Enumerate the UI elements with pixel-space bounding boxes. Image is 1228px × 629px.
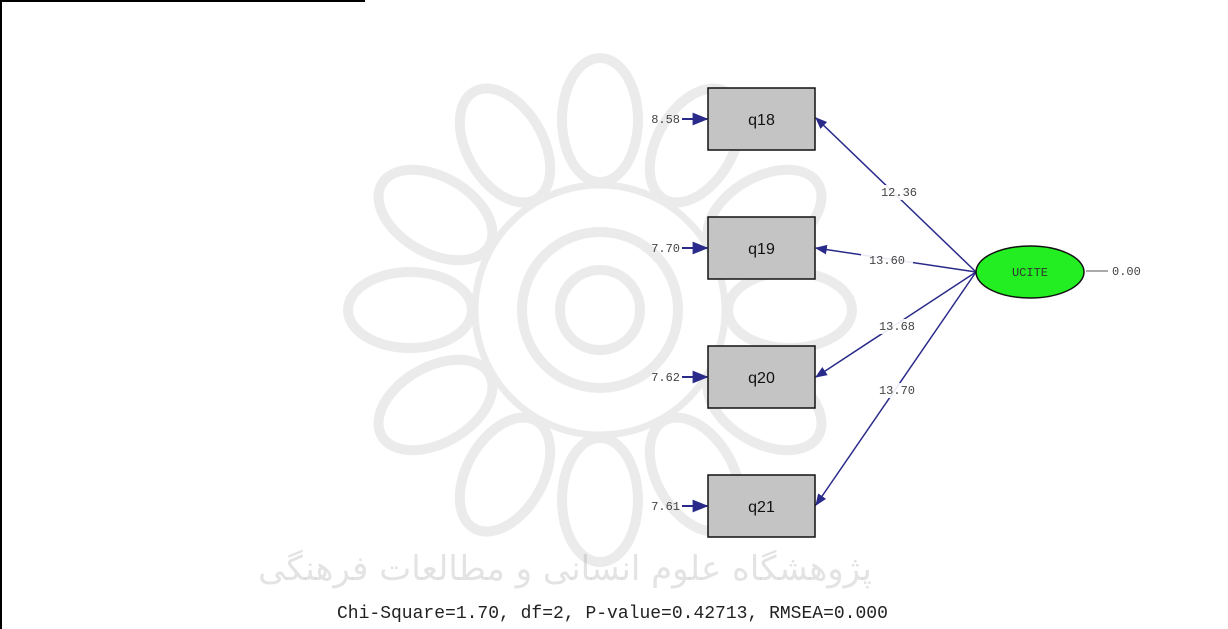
latent-variable[interactable]: UCITE	[975, 245, 1085, 299]
loading-label-bg	[873, 185, 925, 200]
loading-value: 13.68	[879, 320, 915, 334]
loading-label-bg	[871, 319, 923, 334]
latent-ellipse[interactable]	[975, 245, 1085, 299]
watermark-petal	[557, 433, 643, 567]
path-arrows: 8.58 12.36 7.70 13.60 7.62 13.68 7.61 13.70	[651, 112, 977, 514]
observed-box-q21[interactable]	[707, 474, 816, 538]
watermark-petal	[557, 53, 643, 187]
loading-value: 13.70	[879, 384, 915, 398]
watermark-petal	[454, 83, 556, 208]
observed-variables: q18 q19 q20 q21	[707, 87, 816, 538]
watermark-emblem	[343, 53, 857, 567]
observed-box-q18[interactable]	[707, 87, 816, 151]
loading-value: 12.36	[881, 186, 917, 200]
observed-label: q21	[748, 499, 775, 516]
watermark-caption: پژوهشگاه علوم انسانی و مطالعات فرهنگی	[258, 549, 872, 589]
watermark-petal	[373, 164, 498, 266]
observed-box-q20[interactable]	[707, 345, 816, 409]
watermark-petal	[373, 354, 498, 456]
fit-statistics: Chi-Square=1.70, df=2, P-value=0.42713, …	[337, 604, 888, 624]
latent-variance-value: 0.00	[1112, 265, 1141, 279]
watermark-petal	[343, 267, 477, 353]
loading-label-bg	[861, 253, 913, 268]
latent-label: UCITE	[1012, 266, 1048, 280]
top-rule	[0, 0, 365, 2]
error-variance-value: 8.58	[651, 113, 680, 127]
observed-box-q19[interactable]	[707, 216, 816, 280]
loading-label-bg	[871, 383, 923, 398]
error-variance-value: 7.62	[651, 371, 680, 385]
watermark-petal	[454, 412, 556, 537]
observed-label: q20	[748, 370, 775, 387]
observed-label: q18	[748, 112, 775, 129]
observed-label: q19	[748, 241, 775, 258]
loading-value: 13.60	[869, 254, 905, 268]
watermark-petal	[723, 267, 857, 353]
error-variance-value: 7.70	[651, 242, 680, 256]
error-variance-value: 7.61	[651, 500, 680, 514]
